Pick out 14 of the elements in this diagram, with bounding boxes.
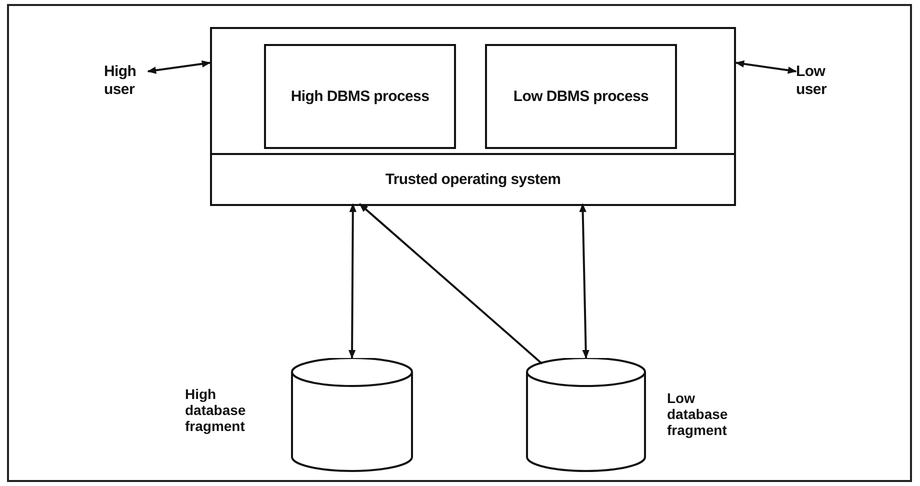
- database-label: High database fragment: [185, 386, 247, 434]
- arrow: [579, 203, 590, 359]
- process-box: High DBMS process: [264, 44, 456, 149]
- process-box: Low DBMS process: [485, 44, 677, 149]
- database-label: Low database fragment: [667, 390, 729, 438]
- user-label: Low user: [796, 63, 840, 101]
- arrow: [348, 203, 356, 359]
- system-box: [210, 27, 736, 206]
- user-label: High user: [104, 63, 148, 101]
- arrow: [147, 60, 211, 74]
- arrow: [735, 60, 797, 74]
- database-cylinder: [525, 358, 647, 472]
- arrow: [359, 203, 543, 364]
- database-cylinder: [290, 358, 414, 472]
